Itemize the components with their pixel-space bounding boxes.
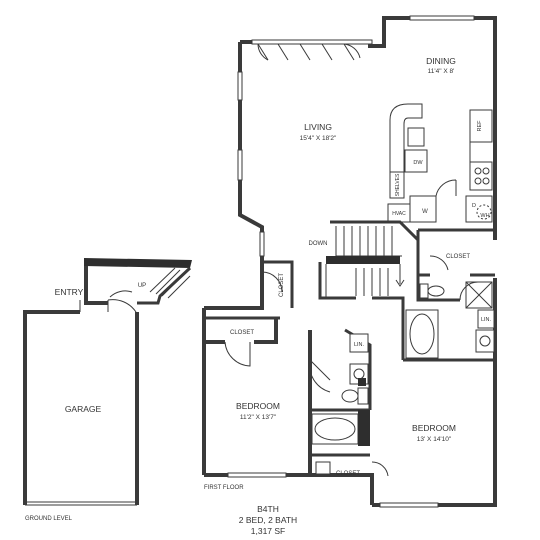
washer-label: W <box>422 209 428 215</box>
dining-name: DINING <box>426 56 456 66</box>
entry-area <box>84 258 192 305</box>
bath-fixtures <box>224 255 495 477</box>
linen-hall-label: LIN. <box>354 342 365 348</box>
closet-kitchen-label: CLOSET <box>446 254 470 260</box>
down-label: DOWN <box>309 241 328 247</box>
up-label: UP <box>138 283 146 289</box>
water-heater-label: WH <box>480 213 489 219</box>
living-dims: 15'4" X 18'2" <box>300 135 337 142</box>
ref-label: REF <box>477 120 483 132</box>
garage-name: GARAGE <box>65 404 102 414</box>
bedroom1-name: BEDROOM <box>236 401 280 411</box>
windows <box>227 15 475 508</box>
unit-sf: 1,317 SF <box>251 526 286 536</box>
living-name: LIVING <box>304 122 332 132</box>
unit-beds-baths: 2 BED, 2 BATH <box>239 515 297 525</box>
shelves-label: SHELVES <box>395 173 401 196</box>
closet-bedroom1-label: CLOSET <box>230 330 254 336</box>
linen-master-label: LIN. <box>481 317 492 323</box>
dw-label: DW <box>413 160 423 166</box>
bedroom2-dims: 13' X 14'10" <box>417 436 452 443</box>
first-floor-label: FIRST FLOOR <box>204 485 244 491</box>
kitchen <box>387 103 493 223</box>
hvac-label: HVAC <box>392 211 406 217</box>
entry-name: ENTRY <box>55 287 84 297</box>
bedroom1-dims: 11'2" X 13'7" <box>240 414 277 421</box>
bedroom2-name: BEDROOM <box>412 423 456 433</box>
ground-level-label: GROUND LEVEL <box>25 516 73 522</box>
main-stairs <box>325 220 420 300</box>
dining-dims: 11'4" X 8' <box>428 68 455 75</box>
garage-area <box>23 299 139 506</box>
closet-bath-label: CLOSET <box>336 471 360 477</box>
dryer-label: D <box>472 203 476 209</box>
closet-vertical-label: CLOSET <box>279 273 285 297</box>
unit-name: B4TH <box>257 504 279 514</box>
labels: DINING 11'4" X 8' LIVING 15'4" X 18'2" B… <box>25 56 492 536</box>
